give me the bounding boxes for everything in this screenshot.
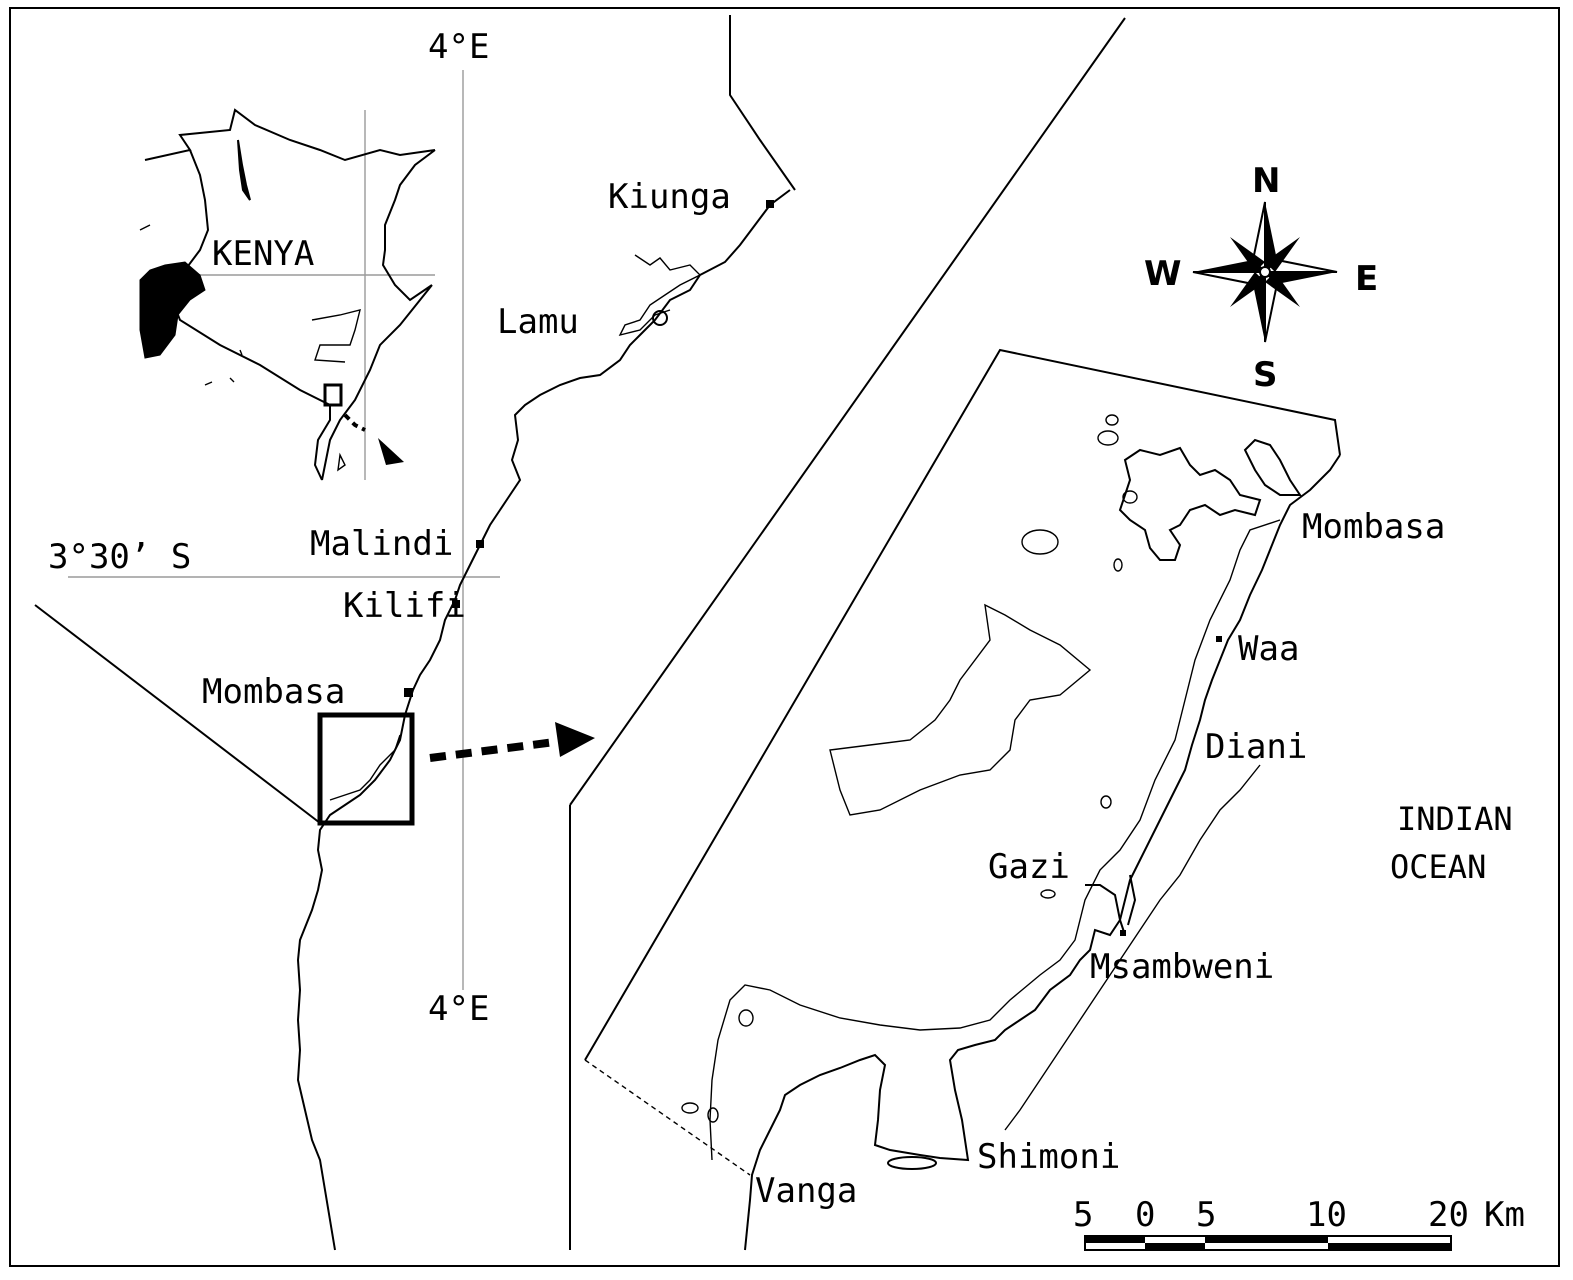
label-msambweni: Msambweni (1090, 947, 1274, 987)
inset-island (337, 452, 346, 472)
compass-label-w: W (1144, 254, 1182, 294)
inset-small-marks (139, 224, 243, 386)
label-mombasa-detail: Mombasa (1302, 507, 1445, 547)
lake-victoria (139, 261, 206, 359)
shimba-hills-reserve (829, 603, 1092, 816)
scale-seg-3 (1205, 1236, 1328, 1243)
label-kilifi: Kilifi (343, 586, 466, 626)
scale-seg-4 (1328, 1243, 1451, 1250)
connector-line-top (569, 17, 1126, 806)
label-gazi: Gazi (988, 847, 1070, 887)
label-ocean-line1: INDIAN (1397, 800, 1513, 838)
connector-line-left (34, 604, 321, 824)
water-body-1 (1021, 529, 1059, 555)
scale-seg-1 (1085, 1236, 1145, 1243)
map-frame (9, 7, 1560, 1267)
water-body-5 (1100, 795, 1112, 809)
kenya-border (144, 108, 436, 481)
label-lon-bottom: 4°E (428, 989, 489, 1029)
scale-tick-5: 20 (1428, 1195, 1469, 1235)
water-body-7 (738, 1009, 754, 1027)
lamu-archipelago (618, 254, 702, 337)
main-coastline (296, 189, 791, 1251)
compass-point-w-dark (1193, 260, 1265, 272)
inset-arrow-head (378, 438, 404, 465)
inset-river (311, 309, 361, 363)
mombasa-marker (404, 688, 413, 697)
water-body-8 (681, 1102, 699, 1114)
label-diani: Diani (1205, 727, 1307, 767)
scale-bar: 5 0 5 10 20 Km (1073, 1195, 1525, 1251)
label-ocean-line2: OCEAN (1390, 848, 1486, 886)
reef-line (709, 519, 1281, 1161)
label-lamu: Lamu (497, 302, 579, 342)
label-malindi: Malindi (310, 524, 453, 564)
scale-tick-3: 5 (1196, 1195, 1216, 1235)
compass-point-sw (1230, 272, 1265, 307)
msambweni-creek (1127, 874, 1137, 926)
compass-point-ne (1265, 237, 1300, 272)
inset-coast (329, 734, 401, 801)
detail-map (584, 348, 1341, 1251)
isobath-line (1004, 764, 1261, 1131)
inset-arrow-shaft (343, 413, 366, 432)
mombasa-creeks (1118, 438, 1302, 561)
somalia-border (729, 15, 796, 191)
label-lat-left: 3°30’ S (48, 537, 191, 577)
scale-tick-1: 5 (1073, 1195, 1093, 1235)
detail-frame (584, 348, 1341, 1061)
label-kiunga: Kiunga (608, 177, 731, 217)
study-area-box (317, 712, 415, 826)
label-vanga: Vanga (755, 1171, 857, 1211)
kiunga-marker (766, 200, 774, 208)
water-body-3 (1105, 414, 1119, 426)
compass-rose (1192, 201, 1338, 343)
compass-label-n: N (1252, 161, 1280, 201)
detail-coastline (744, 454, 1341, 1251)
zoom-arrow-shaft (429, 738, 556, 762)
label-shimoni: Shimoni (977, 1137, 1120, 1177)
inset-locator-box (323, 383, 343, 407)
water-body-10 (1040, 889, 1056, 899)
lake-turkana (237, 139, 251, 201)
label-lon-top: 4°E (428, 27, 489, 67)
compass-point-se (1265, 272, 1300, 307)
scale-tick-2: 0 (1135, 1195, 1155, 1235)
msambweni-marker (1120, 930, 1126, 936)
scale-unit: Km (1484, 1195, 1525, 1235)
scale-seg-2 (1145, 1243, 1205, 1250)
compass-point-nw (1230, 237, 1265, 272)
gazi-bay (1085, 884, 1126, 936)
label-waa: Waa (1238, 629, 1299, 669)
water-body-9 (707, 1107, 719, 1123)
kenya-inset (139, 108, 436, 481)
compass-label-s: S (1253, 355, 1278, 395)
water-body-2 (1097, 430, 1119, 446)
water-body-4 (1113, 558, 1123, 572)
compass-point-s-dark (1253, 272, 1265, 342)
kilifi-marker (452, 600, 460, 608)
compass-point-n-dark (1265, 202, 1277, 272)
waa-marker (1216, 636, 1222, 642)
water-body-6 (1122, 490, 1138, 504)
label-country: KENYA (212, 234, 314, 274)
compass-label-e: E (1355, 259, 1378, 299)
wasini-island (887, 1156, 937, 1170)
label-mombasa-main: Mombasa (202, 672, 345, 712)
compass-point-e-dark (1265, 272, 1337, 284)
compass-center (1259, 266, 1271, 278)
detail-frame-dashed (584, 1059, 751, 1176)
malindi-marker (476, 540, 484, 548)
zoom-arrow-head (555, 722, 595, 757)
lamu-island (652, 310, 668, 326)
scale-tick-4: 10 (1306, 1195, 1347, 1235)
